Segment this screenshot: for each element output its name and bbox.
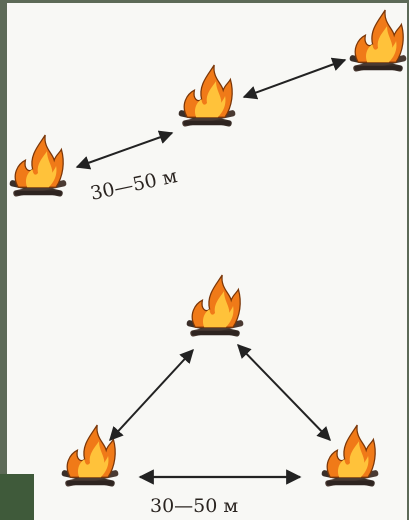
double-arrow-icon (242, 57, 347, 100)
ground-corner (0, 474, 34, 520)
double-arrow-icon (237, 343, 331, 442)
double-arrow-icon (109, 348, 194, 442)
line-layout-diagram: 30—50 м (8, 9, 408, 205)
double-arrow-icon (75, 130, 174, 170)
campfire-icon (320, 424, 380, 488)
campfire-icon (177, 64, 237, 128)
campfire-icon (348, 9, 408, 73)
campfire-icon (8, 134, 68, 198)
distance-label-line: 30—50 м (88, 165, 179, 205)
campfire-icon (60, 424, 120, 488)
triangle-layout-diagram: 30—50 м (60, 274, 380, 517)
distance-label-triangle: 30—50 м (150, 495, 238, 517)
campfire-icon (185, 274, 245, 338)
